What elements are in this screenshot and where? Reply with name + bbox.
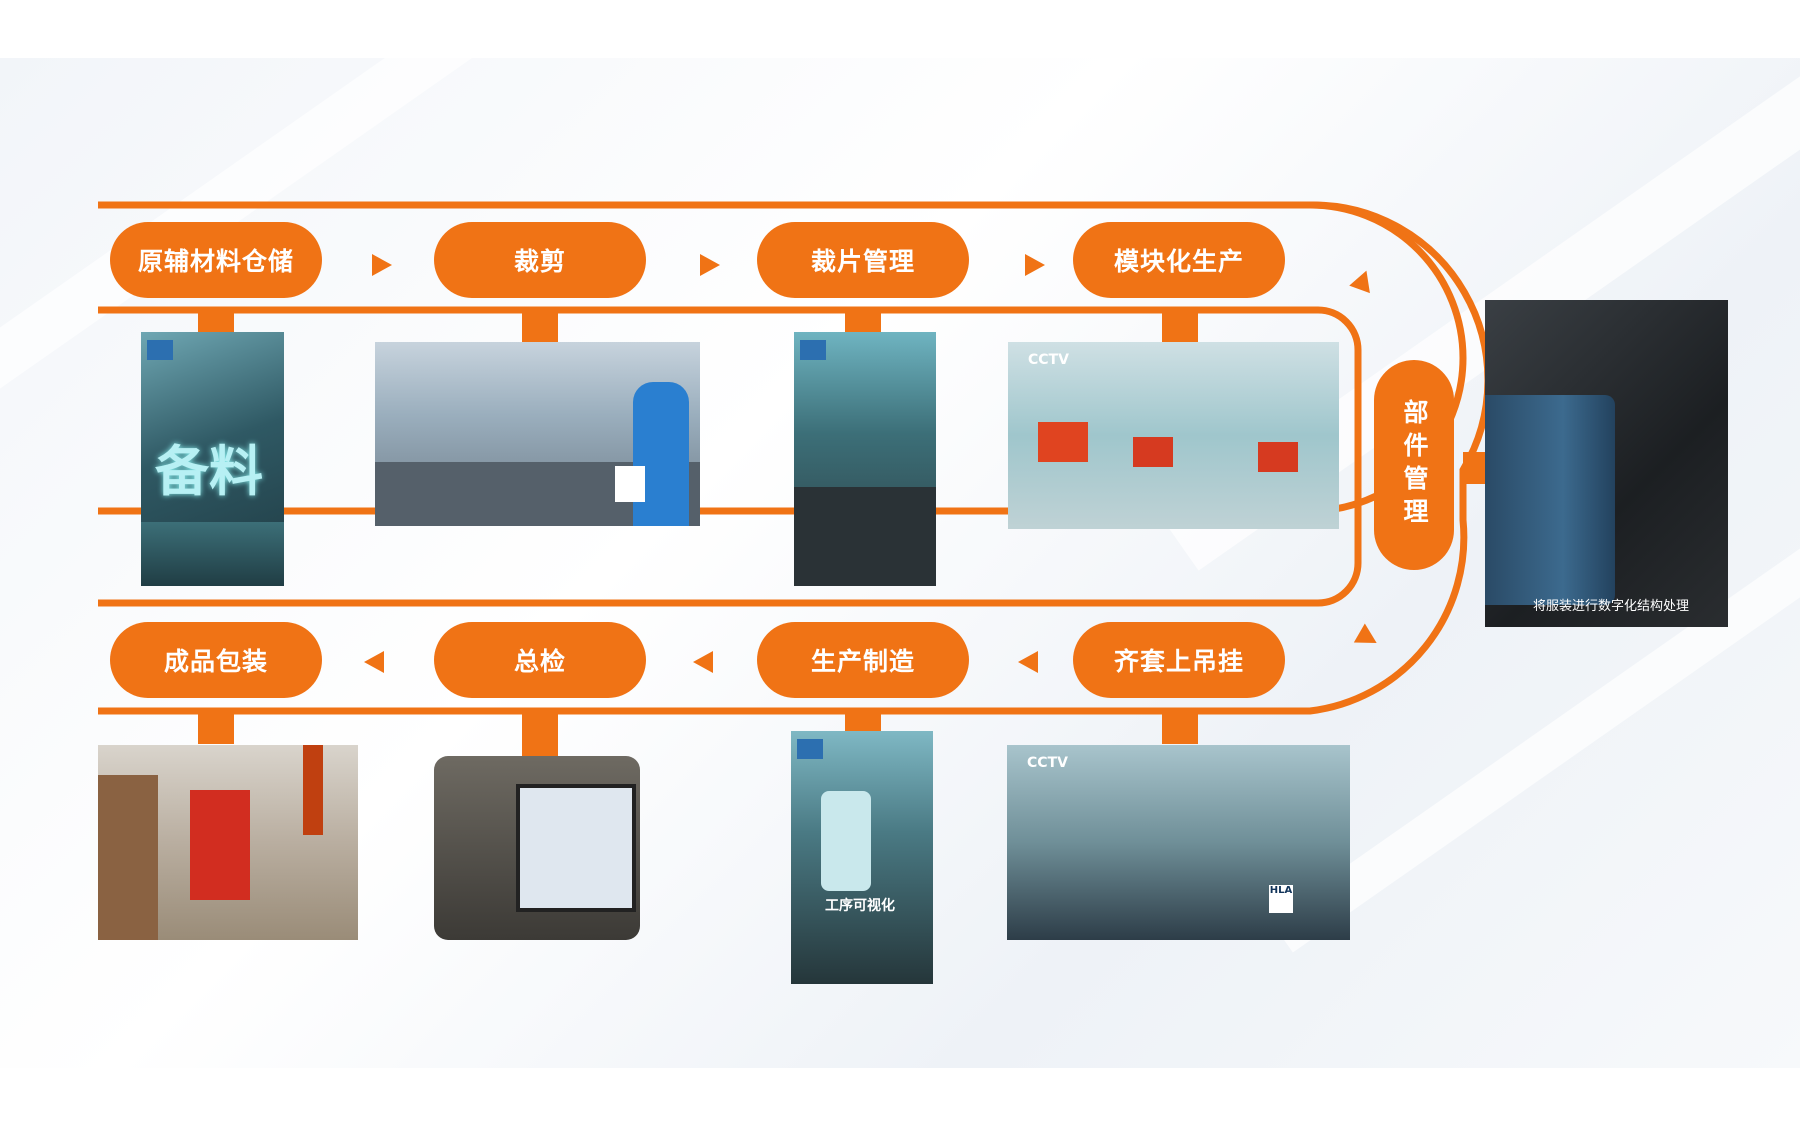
step-hanging-assembly: 齐套上吊挂 <box>1073 622 1285 698</box>
connector <box>1162 312 1198 342</box>
connector <box>845 312 881 332</box>
arrow-left-icon <box>1018 651 1038 673</box>
photo-packaging <box>98 745 358 940</box>
photo-component-management: 将服装进行数字化结构处理 <box>1485 300 1728 627</box>
logo-hla: HLA <box>1269 885 1293 913</box>
arrow-right-icon <box>700 254 720 276</box>
news-logo <box>800 340 826 360</box>
arrow-right-icon <box>1025 254 1045 276</box>
step-raw-material-storage: 原辅材料仓储 <box>110 222 322 298</box>
connector <box>522 714 558 759</box>
photo-inspection <box>434 756 640 940</box>
step-component-management: 部件管理 <box>1374 360 1454 570</box>
logo-hla <box>615 466 645 502</box>
arrow-right-icon <box>372 254 392 276</box>
connector <box>522 312 558 342</box>
connector <box>198 714 234 744</box>
photo-hanging-system: CCTV HLA <box>1007 745 1350 940</box>
news-logo <box>797 739 823 759</box>
step-finished-packaging: 成品包装 <box>110 622 322 698</box>
step-cut-piece-management: 裁片管理 <box>757 222 969 298</box>
step-final-inspection: 总检 <box>434 622 646 698</box>
tablet-screen <box>516 784 636 912</box>
photo-caption: 工序可视化 <box>825 898 895 914</box>
logo-cctv: CCTV <box>1027 755 1068 771</box>
arrow-left-icon <box>364 651 384 673</box>
photo-cut-pieces <box>794 332 936 586</box>
step-manufacturing: 生产制造 <box>757 622 969 698</box>
connector <box>198 312 234 332</box>
connector <box>1162 714 1198 744</box>
photo-modular-production: CCTV <box>1008 342 1339 529</box>
photo-overlay-text: 备料 <box>155 439 263 503</box>
news-logo <box>147 340 173 360</box>
photo-manufacturing: 工序可视化 <box>791 731 933 984</box>
photo-material-preparation: 备料 <box>141 332 284 586</box>
logo-cctv: CCTV <box>1028 352 1069 368</box>
step-modular-production: 模块化生产 <box>1073 222 1285 298</box>
step-cutting: 裁剪 <box>434 222 646 298</box>
photo-caption: 将服装进行数字化结构处理 <box>1533 599 1690 614</box>
arrow-left-icon <box>693 651 713 673</box>
photo-cutting <box>375 342 700 526</box>
